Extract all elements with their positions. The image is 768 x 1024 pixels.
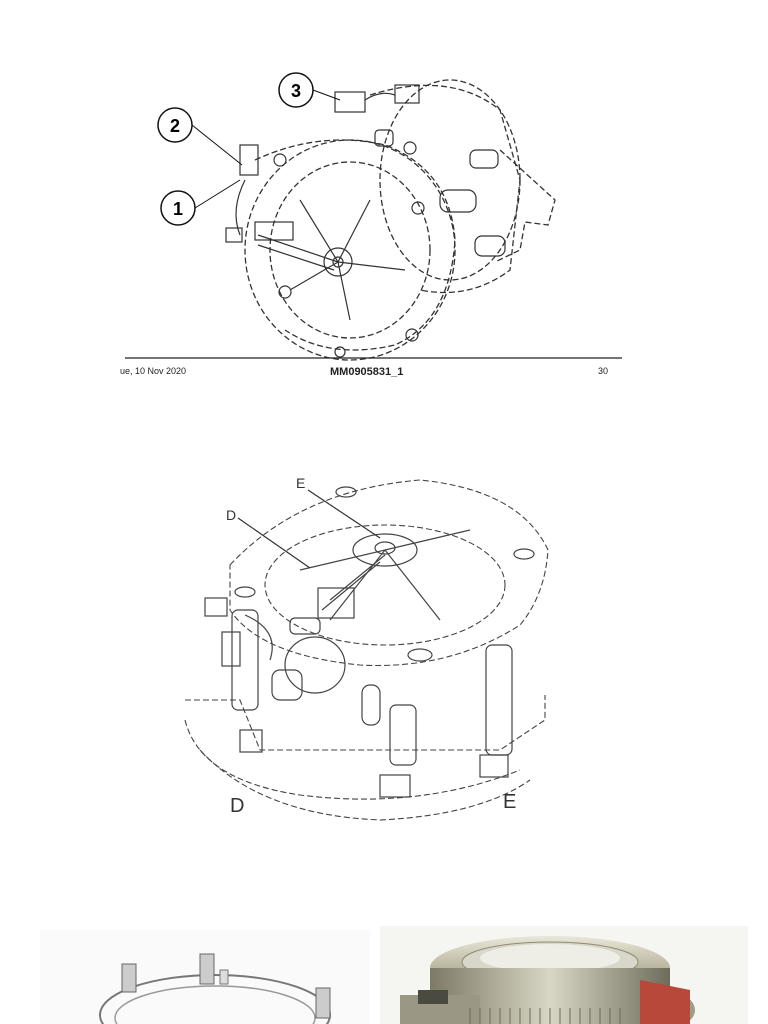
label-D-bottom: D (230, 795, 244, 817)
figure-1-assembly-drawing: 1 2 3 ue, 10 Nov 2020 MM0905831_1 30 (0, 0, 768, 420)
actuator-body (254, 221, 294, 241)
figure-3-svg (40, 926, 748, 1024)
footer-date: ue, 10 Nov 2020 (120, 366, 187, 376)
right-ring-render (380, 926, 748, 1024)
label-E-top: E (296, 475, 305, 491)
hub (323, 247, 353, 277)
label-D-top: D (226, 507, 236, 523)
callout-2: 2 (157, 107, 243, 166)
callout-1: 1 (160, 179, 241, 226)
figure-2-svg: D E D E (184, 475, 549, 821)
valve-block (334, 91, 366, 113)
callout-2-label: 2 (170, 116, 180, 136)
flange-outer (244, 139, 456, 361)
top-flange-outline (229, 479, 549, 667)
left-ring-render (40, 930, 370, 1024)
callout-3: 3 (278, 72, 341, 108)
footer-doc-id: MM0905831_1 (330, 366, 404, 378)
actuator-block (317, 587, 355, 619)
figure-3-photos (0, 840, 768, 1024)
footer-page-number: 30 (598, 366, 609, 376)
callout-1-label: 1 (173, 199, 183, 219)
label-E-bottom: E (503, 791, 516, 813)
figure-1-svg: 1 2 3 (125, 72, 622, 361)
figure-2-assembly-drawing: D E D E (0, 420, 768, 840)
callout-3-label: 3 (291, 81, 301, 101)
